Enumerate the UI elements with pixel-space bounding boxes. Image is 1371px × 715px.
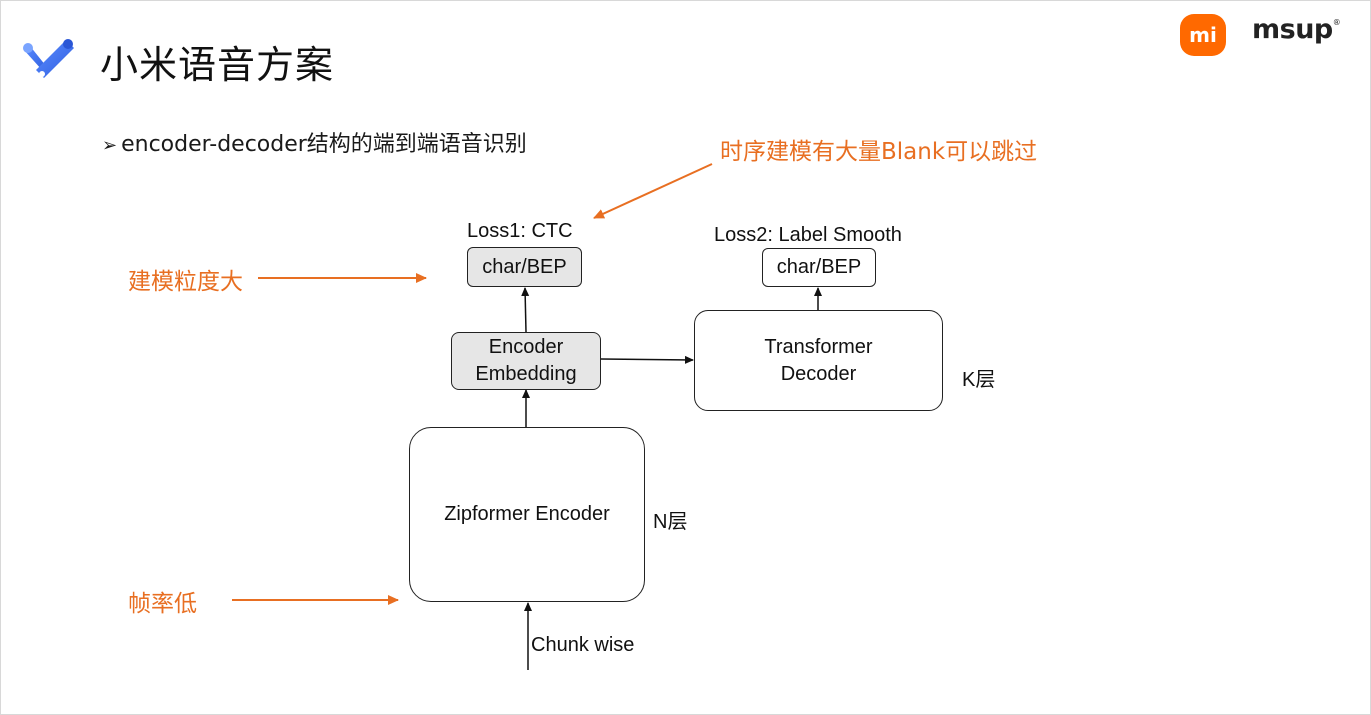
annotation-blank-skip: 时序建模有大量Blank可以跳过 bbox=[720, 139, 1038, 165]
bullet-arrow-icon: ➢ bbox=[102, 135, 118, 156]
loss1-label: Loss1: CTC bbox=[467, 220, 573, 242]
loss2-output-box: char/BEP bbox=[762, 248, 876, 287]
msup-logo: msup® bbox=[1252, 14, 1341, 45]
arrow-blank-to-loss1 bbox=[593, 163, 713, 219]
bullet-point: ➢encoder-decoder结构的端到端语音识别 bbox=[102, 126, 527, 158]
encoder-layers-label: N层 bbox=[653, 511, 688, 533]
annotation-frame-rate: 帧率低 bbox=[128, 591, 197, 617]
loss2-output-text: char/BEP bbox=[776, 256, 862, 278]
encoder-embedding-text: Encoder Embedding bbox=[475, 336, 577, 385]
encoder-embedding-box: Encoder Embedding bbox=[451, 332, 601, 390]
loss2-label: Loss2: Label Smooth bbox=[714, 224, 902, 246]
checkmark-logo-icon bbox=[23, 39, 74, 78]
page-title: 小米语音方案 bbox=[100, 43, 335, 87]
arrow-embedding-to-decoder bbox=[600, 355, 694, 364]
loss1-output-box: char/BEP bbox=[467, 247, 582, 287]
input-label: Chunk wise bbox=[531, 634, 635, 656]
transformer-decoder-text: Transformer Decoder bbox=[764, 335, 873, 385]
bullet-text: encoder-decoder结构的端到端语音识别 bbox=[121, 132, 527, 157]
loss1-output-text: char/BEP bbox=[482, 255, 567, 278]
zipformer-encoder-box: Zipformer Encoder bbox=[409, 427, 645, 602]
annotation-granularity: 建模粒度大 bbox=[128, 269, 243, 295]
decoder-layers-label: K层 bbox=[962, 369, 996, 391]
xiaomi-logo: mi bbox=[1180, 14, 1226, 56]
transformer-decoder-box: Transformer Decoder bbox=[694, 310, 943, 411]
registered-mark: ® bbox=[1332, 18, 1341, 27]
zipformer-encoder-text: Zipformer Encoder bbox=[444, 503, 610, 525]
msup-logo-text: msup bbox=[1252, 14, 1333, 45]
arrow-embedding-to-loss1 bbox=[521, 287, 530, 333]
